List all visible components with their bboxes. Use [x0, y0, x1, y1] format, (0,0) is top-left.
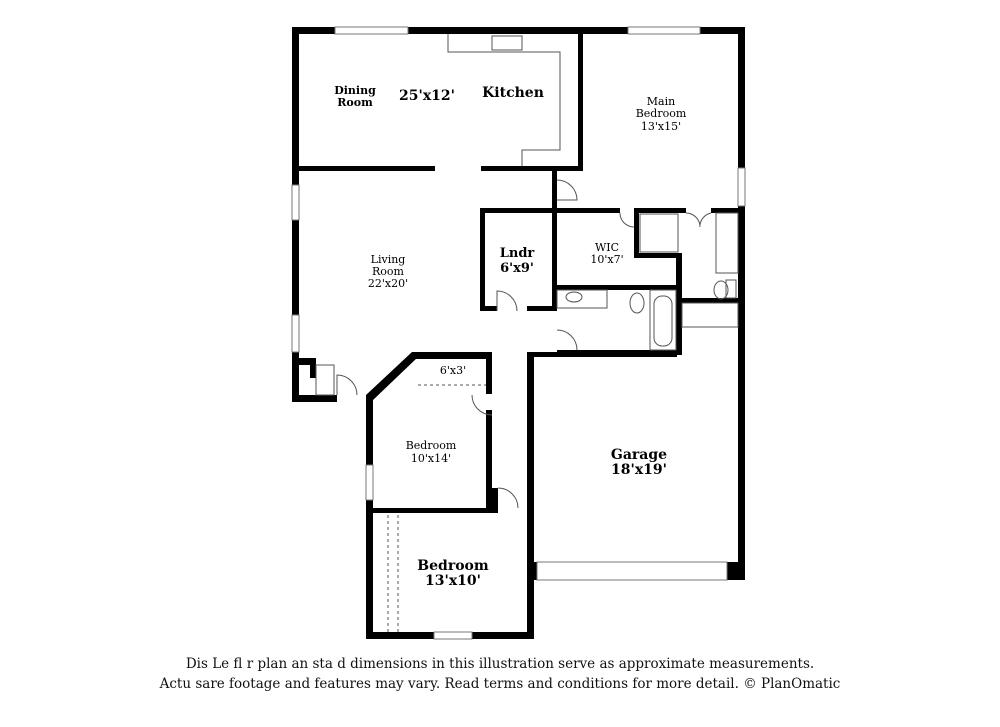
wic-dim: 10'x7': [590, 253, 623, 266]
bedroom3-dim: 13'x10': [425, 573, 481, 589]
fixtures: [315, 34, 739, 396]
bedroom3-label: Bedroom: [417, 558, 489, 574]
main-bedroom-dim: 13'x15': [641, 120, 681, 133]
kitchen-dining-dim: 25'x12': [399, 88, 455, 104]
disclaimer-line1: Dis Le fl r plan an sta d dimensions in …: [185, 656, 815, 672]
dining-room-label-line1: Dining: [334, 84, 376, 97]
kitchen-label: Kitchen: [482, 85, 544, 101]
bedroom2-dim: 10'x14': [411, 452, 451, 465]
dining-room-label-line2: Room: [337, 96, 373, 109]
garage-dim: 18'x19': [611, 462, 667, 478]
disclaimer-line2: Actu sare footage and features may vary.…: [159, 676, 841, 692]
wic-label: WIC: [595, 241, 619, 254]
main-bedroom-label-line1: Main: [647, 95, 675, 108]
door-swings: [336, 179, 712, 632]
room-labels: Dining Room 25'x12' Kitchen Main Bedroom…: [334, 84, 687, 589]
laundry-dim: 6'x9': [500, 261, 534, 276]
living-room-label-line1: Living: [371, 253, 406, 266]
windows: [291, 26, 746, 640]
bedroom2-label: Bedroom: [406, 439, 457, 452]
interior-walls: [299, 34, 745, 513]
closet-dim: 6'x3': [440, 364, 466, 377]
living-room-dim: 22'x20': [368, 277, 408, 290]
main-bedroom-label-line2: Bedroom: [636, 107, 687, 120]
garage-label: Garage: [611, 447, 667, 463]
living-room-label-line2: Room: [372, 265, 405, 278]
laundry-label: Lndr: [500, 246, 535, 261]
